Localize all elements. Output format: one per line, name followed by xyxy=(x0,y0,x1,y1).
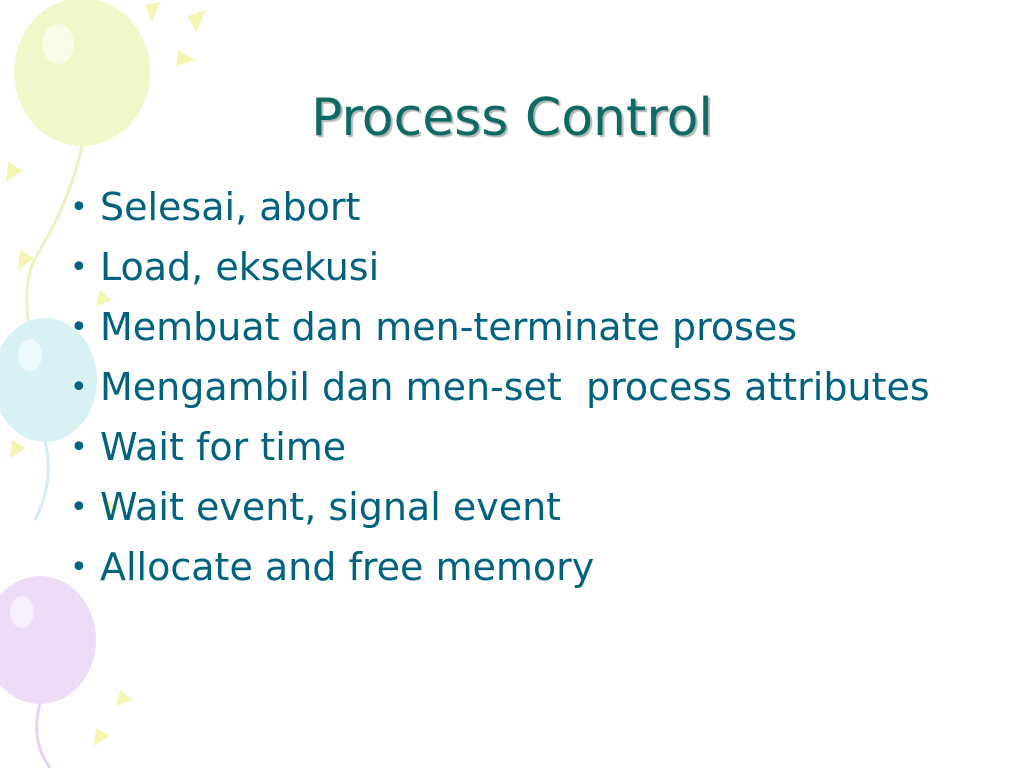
list-item: • Wait event, signal event xyxy=(62,482,962,533)
bullet-icon: • xyxy=(70,310,88,345)
bullet-text: Selesai, abort xyxy=(100,185,361,229)
list-item: • Allocate and free memory xyxy=(62,542,962,593)
blue-balloon-icon xyxy=(0,318,97,521)
bullet-icon: • xyxy=(70,250,88,285)
bullet-text: Mengambil dan men-set process attributes xyxy=(100,365,930,409)
slide-title: Process Control xyxy=(311,88,713,148)
bullet-list: • Selesai, abort • Load, eksekusi • Memb… xyxy=(62,182,962,602)
confetti-icon xyxy=(6,2,206,746)
list-item: • Mengambil dan men-set process attribut… xyxy=(62,362,962,413)
list-item: • Membuat dan men-terminate proses xyxy=(62,302,962,353)
bullet-text: Wait for time xyxy=(100,425,347,469)
bullet-text: Allocate and free memory xyxy=(100,545,595,589)
bullet-icon: • xyxy=(70,370,88,405)
list-item: • Wait for time xyxy=(62,422,962,473)
list-item: • Selesai, abort xyxy=(62,182,962,233)
bullet-icon: • xyxy=(70,190,88,225)
bullet-icon: • xyxy=(70,430,88,465)
purple-balloon-icon xyxy=(0,576,96,768)
bullet-text: Wait event, signal event xyxy=(100,485,562,529)
bullet-icon: • xyxy=(70,490,88,525)
list-item: • Load, eksekusi xyxy=(62,242,962,293)
bullet-icon: • xyxy=(70,550,88,585)
green-balloon-icon xyxy=(14,0,150,331)
bullet-text: Load, eksekusi xyxy=(100,245,380,289)
bullet-text: Membuat dan men-terminate proses xyxy=(100,305,798,349)
